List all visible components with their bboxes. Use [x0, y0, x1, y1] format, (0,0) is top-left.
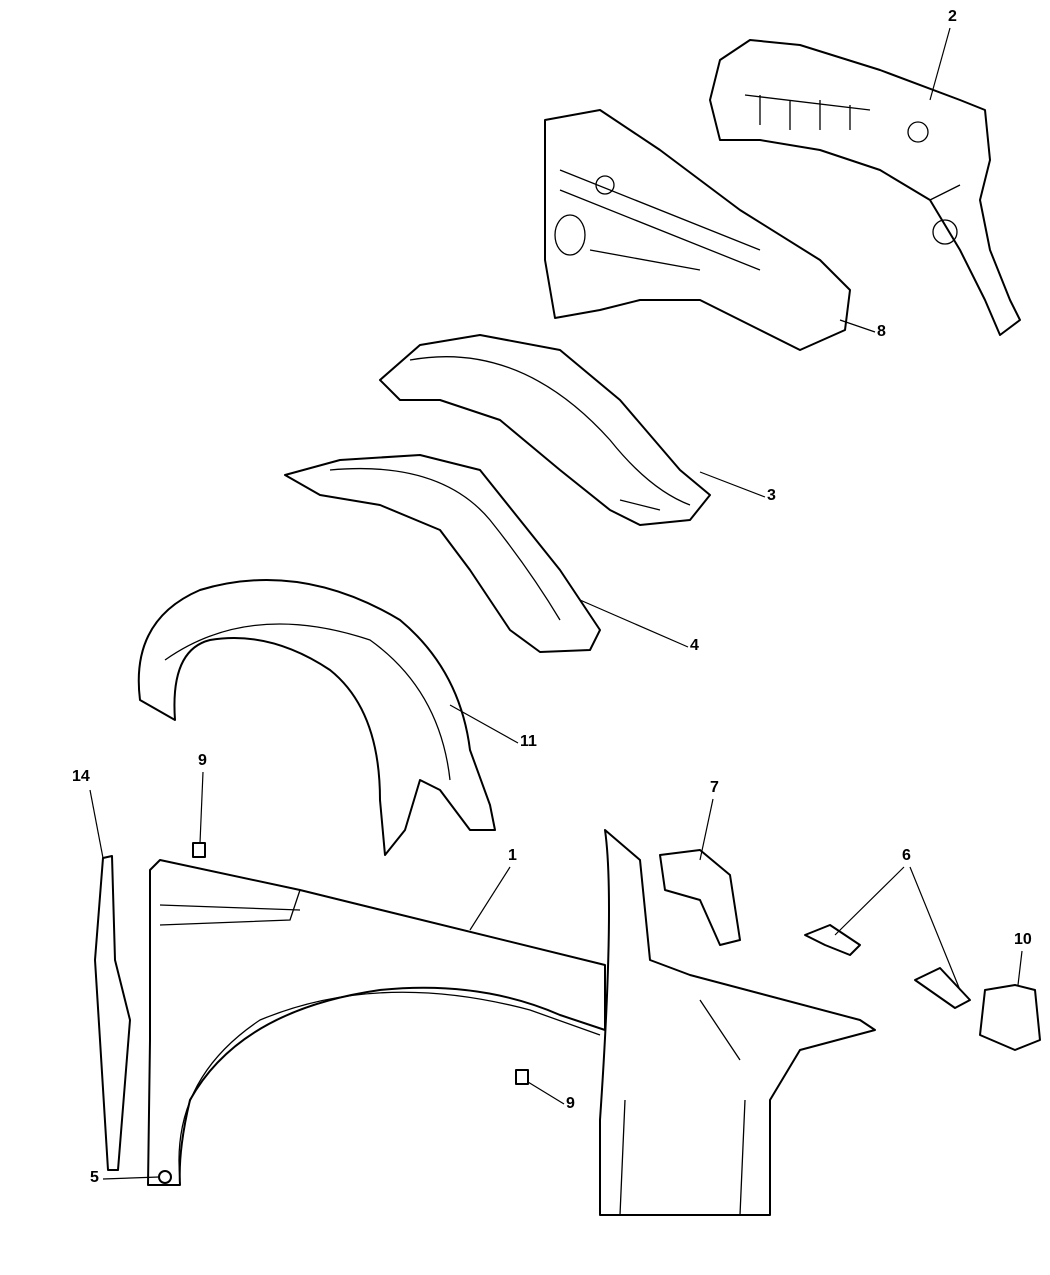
part-10-bracket	[979, 984, 1041, 1051]
part-14-seal	[94, 855, 131, 1171]
part-6-bracket-b	[914, 967, 971, 1009]
callout-7: 7	[710, 779, 719, 796]
callout-4: 4	[690, 637, 699, 654]
callout-11: 11	[520, 733, 537, 750]
part-9-clip-lower	[515, 1069, 529, 1085]
callout-6: 6	[902, 847, 911, 864]
part-11-wheelhouse	[137, 579, 496, 856]
callout-10: 10	[1014, 931, 1032, 948]
body-side-structure	[599, 829, 876, 1216]
callout-9-lower: 9	[566, 1095, 575, 1112]
part-8-cowl	[544, 109, 851, 351]
part-9-clip-upper	[192, 842, 206, 858]
callout-2: 2	[948, 8, 957, 25]
callout-9-upper: 9	[198, 752, 207, 769]
part-1-fender	[147, 859, 606, 1186]
part-4-shield	[284, 454, 601, 653]
callout-1: 1	[508, 847, 517, 864]
part-7-bracket	[659, 849, 741, 946]
part-3-shield	[379, 334, 711, 526]
part-6-bracket-a	[804, 924, 861, 956]
callout-14: 14	[72, 768, 90, 785]
callout-3: 3	[767, 487, 776, 504]
part-2-panel	[709, 39, 1021, 336]
callout-5: 5	[90, 1169, 99, 1186]
callout-8: 8	[877, 323, 886, 340]
part-5-nut	[158, 1170, 172, 1184]
